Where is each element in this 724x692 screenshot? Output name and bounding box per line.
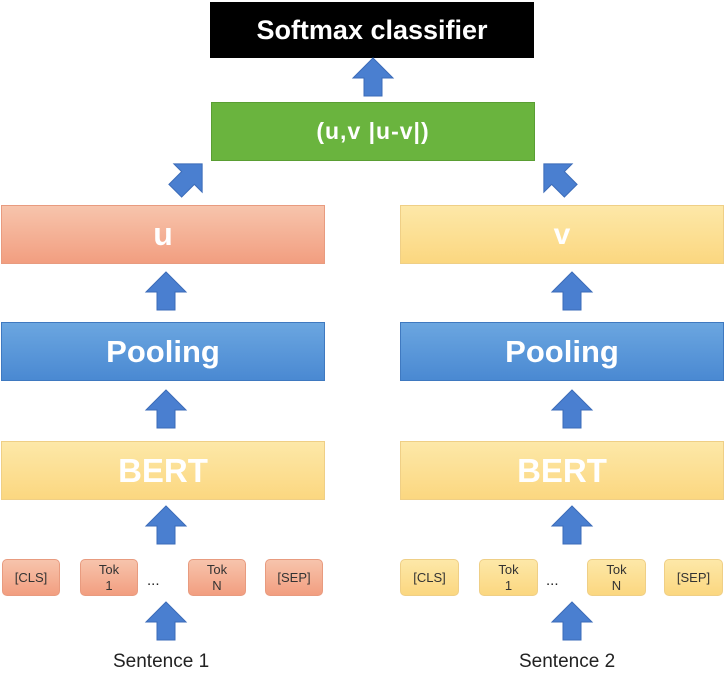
left-token-1-top: Tok: [98, 561, 120, 577]
arrow-u-to-concat-icon: [160, 149, 217, 206]
arrow-right-bert-to-pooling-icon: [551, 389, 593, 429]
left-token-sep-label: [SEP]: [277, 569, 311, 585]
left-token-1-bottom: 1: [105, 577, 113, 593]
right-bert-box: BERT: [400, 441, 724, 500]
left-token-n-top: Tok: [206, 561, 228, 577]
left-bert-box: BERT: [1, 441, 325, 500]
sentence-1-label: Sentence 1: [113, 651, 210, 672]
softmax-classifier-label: Softmax classifier: [256, 14, 488, 45]
left-token-cls-label: [CLS]: [14, 569, 48, 585]
right-token-sep: [SEP]: [664, 559, 723, 596]
right-token-1-top: Tok: [498, 561, 519, 577]
arrow-sentence-2-to-tokens-icon: [551, 601, 593, 641]
arrow-sentence-1-to-tokens-icon: [145, 601, 187, 641]
arrow-right-tokens-to-bert-icon: [551, 505, 593, 545]
u-vector-label: u: [153, 216, 173, 252]
right-token-1: Tok 1: [479, 559, 538, 596]
right-token-n-top: Tok: [606, 561, 627, 577]
right-pooling-label: Pooling: [505, 333, 619, 369]
left-token-n: Tok N: [188, 559, 246, 596]
sentence-2-label: Sentence 2: [519, 651, 616, 672]
arrow-to-classifier-icon: [352, 57, 394, 97]
concat-label: (u,v |u-v|): [316, 118, 430, 144]
arrow-v-to-concat-icon: [529, 149, 586, 206]
u-vector-box: u: [1, 205, 325, 264]
concat-box: (u,v |u-v|): [211, 102, 535, 161]
left-token-1: Tok 1: [80, 559, 138, 596]
right-token-cls: [CLS]: [400, 559, 459, 596]
arrow-left-tokens-to-bert-icon: [145, 505, 187, 545]
right-bert-label: BERT: [517, 451, 607, 489]
left-token-n-bottom: N: [212, 577, 222, 593]
left-token-sep: [SEP]: [265, 559, 323, 596]
right-token-ellipsis: ...: [546, 572, 559, 589]
right-token-n-bottom: N: [611, 577, 622, 593]
right-pooling-box: Pooling: [400, 322, 724, 381]
right-token-n: Tok N: [587, 559, 646, 596]
left-token-cls: [CLS]: [2, 559, 60, 596]
arrow-left-bert-to-pooling-icon: [145, 389, 187, 429]
left-bert-label: BERT: [118, 451, 208, 489]
right-token-cls-label: [CLS]: [413, 569, 446, 585]
left-pooling-label: Pooling: [106, 333, 220, 369]
left-token-ellipsis: ...: [147, 572, 160, 589]
left-pooling-box: Pooling: [1, 322, 325, 381]
arrow-left-pooling-to-u-icon: [145, 271, 187, 311]
v-vector-box: v: [400, 205, 724, 264]
arrow-right-pooling-to-v-icon: [551, 271, 593, 311]
v-vector-label: v: [553, 217, 571, 251]
right-token-1-bottom: 1: [504, 577, 513, 593]
softmax-classifier-box: Softmax classifier: [210, 2, 534, 58]
right-token-sep-label: [SEP]: [676, 569, 711, 585]
